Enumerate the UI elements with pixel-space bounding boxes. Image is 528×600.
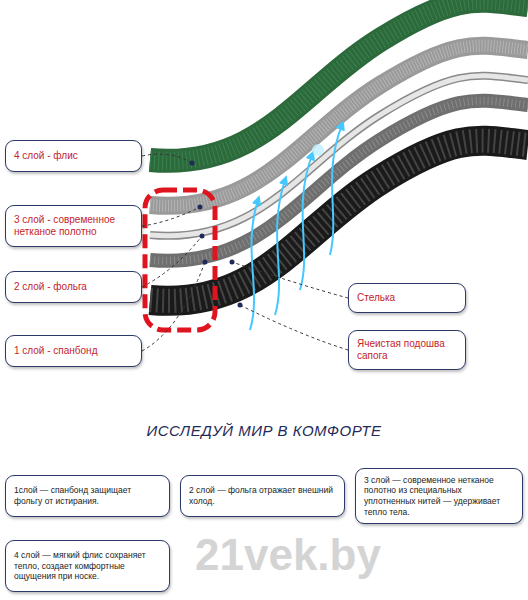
box-text-group: 3 слой - современное нетканое полотно [14, 214, 133, 238]
slogan-title: ИССЛЕДУЙ МИР В КОМФОРТЕ [0, 422, 528, 439]
glow [312, 144, 324, 156]
description-box: 3 слой — современное нетканое полотно из… [355, 468, 523, 524]
description-box: 2 слой — фольга отражает внешний холод. [180, 475, 345, 517]
layer-callout: 2 слой - фольга [5, 271, 142, 303]
fleece-texture [150, 1, 528, 161]
box-text: 3 слой - современное нетканое полотно [14, 214, 133, 238]
box-text-group: 3 слой — современное нетканое полотно из… [364, 475, 514, 518]
box-text-group: 4 слой - флис [14, 150, 133, 162]
box-text-group: 4 слой — мягкий флис сохраняет тепло, со… [14, 550, 161, 582]
description-box: 4 слой — мягкий флис сохраняет тепло, со… [5, 540, 170, 592]
box-text-group: 1 слой - спанбонд [14, 345, 133, 357]
box-text-group: Ячеистая подошва сапога [357, 338, 457, 362]
watermark: 21vek.by [195, 530, 381, 580]
box-text-group: 2 слой - фольга [14, 281, 133, 293]
heat-arrow [300, 155, 312, 290]
box-text: Стелька [357, 292, 457, 304]
heat-arrow [330, 125, 342, 255]
box-text: 3 слой — современное нетканое полотно из… [364, 475, 514, 518]
part-callout: Стелька [348, 283, 466, 313]
box-text-group: Стелька [357, 292, 457, 304]
description-box: 1слой — спанбонд защищает фольгу от исти… [5, 475, 170, 517]
layer-callout: 3 слой - современное нетканое полотно [5, 205, 142, 247]
box-text: 1слой — спанбонд защищает фольгу от исти… [14, 485, 161, 506]
part-callout: Ячеистая подошва сапога [348, 330, 466, 370]
box-text-group: 1слой — спанбонд защищает фольгу от исти… [14, 485, 161, 506]
box-text: Ячеистая подошва сапога [357, 338, 457, 362]
heat-arrow [275, 180, 285, 315]
fleece-layer [150, 1, 528, 161]
box-text-group: 2 слой — фольга отражает внешний холод. [189, 485, 336, 506]
leader-dots [190, 161, 243, 308]
box-text: 2 слой - фольга [14, 281, 133, 293]
leader-lines [142, 154, 348, 351]
layer-callout: 1 слой - спанбонд [5, 335, 142, 367]
box-text: 4 слой — мягкий флис сохраняет тепло, со… [14, 550, 161, 582]
box-text: 1 слой - спанбонд [14, 345, 133, 357]
layer-callout: 4 слой - флис [5, 140, 142, 172]
box-text: 4 слой - флис [14, 150, 133, 162]
box-text: 2 слой — фольга отражает внешний холод. [189, 485, 336, 506]
highlight-bracket [145, 190, 215, 330]
